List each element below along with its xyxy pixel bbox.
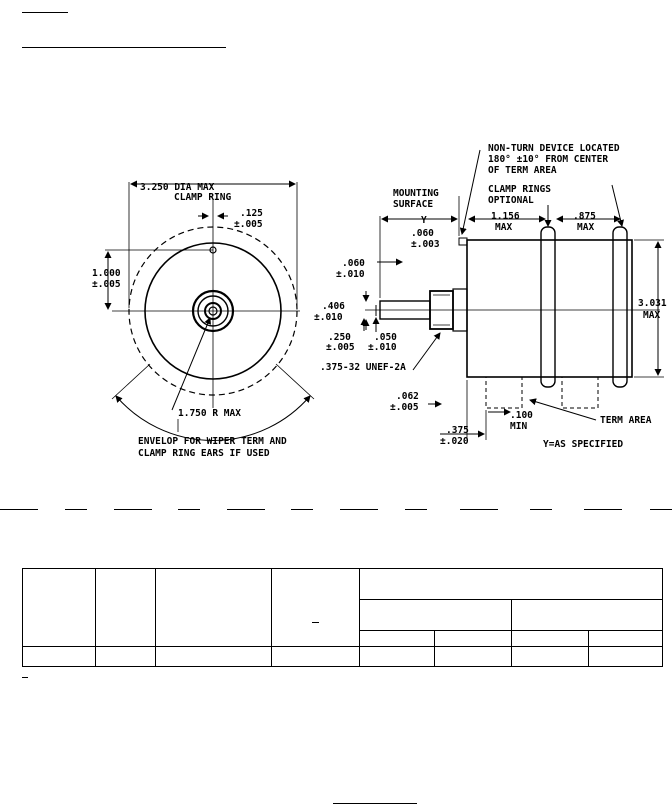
envelop-line-1: ENVELOP FOR WIPER TERM AND [138, 436, 287, 447]
non-turn-line-1: NON-TURN DEVICE LOCATED [488, 143, 620, 154]
table-subheader-cell [588, 630, 663, 647]
side-view-labels: NON-TURN DEVICE LOCATED 180° ±10° FROM C… [314, 143, 667, 450]
d060b-label-2: ±.003 [411, 239, 440, 250]
non-turn-line-3: OF TERM AREA [488, 165, 557, 176]
dash-segment [650, 509, 672, 510]
table-cell [95, 646, 156, 667]
d062-label-2: ±.005 [390, 402, 419, 413]
table-subgroup-header [511, 599, 663, 631]
table-header-cell [22, 568, 96, 647]
dash-segment [460, 509, 498, 510]
table-cell [588, 646, 663, 667]
table-subheader-cell [434, 630, 512, 647]
non-turn-leader [459, 149, 481, 235]
table-group-header [359, 568, 663, 600]
d125-label-2: ±.005 [234, 219, 263, 230]
table-cell [511, 646, 589, 667]
dash-segment [584, 509, 622, 510]
front-view-labels: 3.250 DIA MAX CLAMP RING .125 ±.005 1.00… [92, 182, 287, 459]
dash-segment [65, 509, 87, 510]
terminal-2 [561, 376, 599, 409]
non-turn-line-2: 180° ±10° FROM CENTER [488, 154, 608, 165]
dia-label-2: CLAMP RING [174, 192, 231, 203]
d1156-label-2: MAX [495, 222, 512, 233]
dash-segment [178, 509, 200, 510]
table-cell [155, 646, 272, 667]
housing-body [466, 239, 633, 378]
dash-segment [340, 509, 378, 510]
d060a-label-2: ±.010 [336, 269, 365, 280]
table-cell [434, 646, 512, 667]
thread-label: .375-32 UNEF-2A [320, 362, 406, 373]
dash-segment [291, 509, 313, 510]
radius-label: 1.750 R MAX [178, 408, 241, 419]
term-area-leader [529, 398, 597, 421]
table-subheader-cell [359, 630, 435, 647]
d375-label-2: ±.020 [440, 436, 469, 447]
table-footnote-mark [22, 677, 28, 678]
term-area-label: TERM AREA [600, 415, 652, 426]
y-label: Y [421, 215, 427, 226]
d1000-label-1: 1.000 [92, 268, 121, 279]
dash-segment [530, 509, 552, 510]
table-cell [22, 646, 96, 667]
clamp-rings-line-1: CLAMP RINGS [488, 184, 551, 195]
clamp-leader-2 [611, 184, 624, 227]
potentiometer-outline-drawing: 3.250 DIA MAX CLAMP RING .125 ±.005 1.00… [92, 143, 667, 459]
mounting-line-1: MOUNTING [393, 188, 439, 199]
table-row [22, 646, 663, 667]
d406-label-2: ±.010 [314, 312, 343, 323]
header-fragment-long [22, 47, 226, 48]
table-subgroup-header [359, 599, 512, 631]
dash-segment [114, 509, 152, 510]
d050-label-1: .050 [374, 332, 397, 343]
front-view [104, 180, 315, 441]
d060b-label-1: .060 [411, 228, 434, 239]
d406-label-1: .406 [322, 301, 345, 312]
thread-leader [412, 332, 441, 371]
d062-label-1: .062 [396, 391, 419, 402]
mounting-flange [458, 237, 468, 246]
dash-segment [0, 509, 38, 510]
d3031-label-2: MAX [643, 310, 660, 321]
d125-label-1: .125 [240, 208, 263, 219]
d250-label-2: ±.005 [326, 342, 355, 353]
spec-table [22, 568, 663, 667]
table-cell [271, 646, 360, 667]
d100-label-2: MIN [510, 421, 527, 432]
env-ext-left [111, 363, 151, 400]
header-underscore-mark [312, 622, 319, 623]
d875-label-2: MAX [577, 222, 594, 233]
d375-label-1: .375 [446, 425, 469, 436]
dash-segment [405, 509, 427, 510]
side-view [360, 149, 664, 440]
d100-label-1: .100 [510, 410, 533, 421]
clamp-ring-2 [612, 226, 628, 388]
footer-fragment [333, 803, 417, 804]
dash-segment [227, 509, 265, 510]
clamp-rings-line-2: OPTIONAL [488, 195, 534, 206]
clamp-ring-1 [540, 226, 556, 388]
table-cell [359, 646, 435, 667]
d875-label-1: .875 [573, 211, 596, 222]
table-header-cell [95, 568, 156, 647]
radius-leader [171, 317, 211, 411]
d250-label-1: .250 [328, 332, 351, 343]
table-header-cell [271, 568, 360, 647]
env-ext-right [275, 363, 315, 400]
table-subheader-cell [511, 630, 589, 647]
terminal-1 [485, 376, 523, 409]
header-fragment-short [22, 12, 68, 13]
envelop-arc [115, 395, 311, 441]
table-header-cell [155, 568, 272, 647]
d060a-label-1: .060 [342, 258, 365, 269]
d3031-label-1: 3.031 [638, 298, 667, 309]
envelop-line-2: CLAMP RING EARS IF USED [138, 448, 270, 459]
mounting-line-2: SURFACE [393, 199, 433, 210]
d1000-label-2: ±.005 [92, 279, 121, 290]
d050-label-2: ±.010 [368, 342, 397, 353]
d1156-label-1: 1.156 [491, 211, 520, 222]
y-spec-label: Y=AS SPECIFIED [543, 439, 623, 450]
dia-label-1: 3.250 DIA MAX [140, 182, 215, 193]
